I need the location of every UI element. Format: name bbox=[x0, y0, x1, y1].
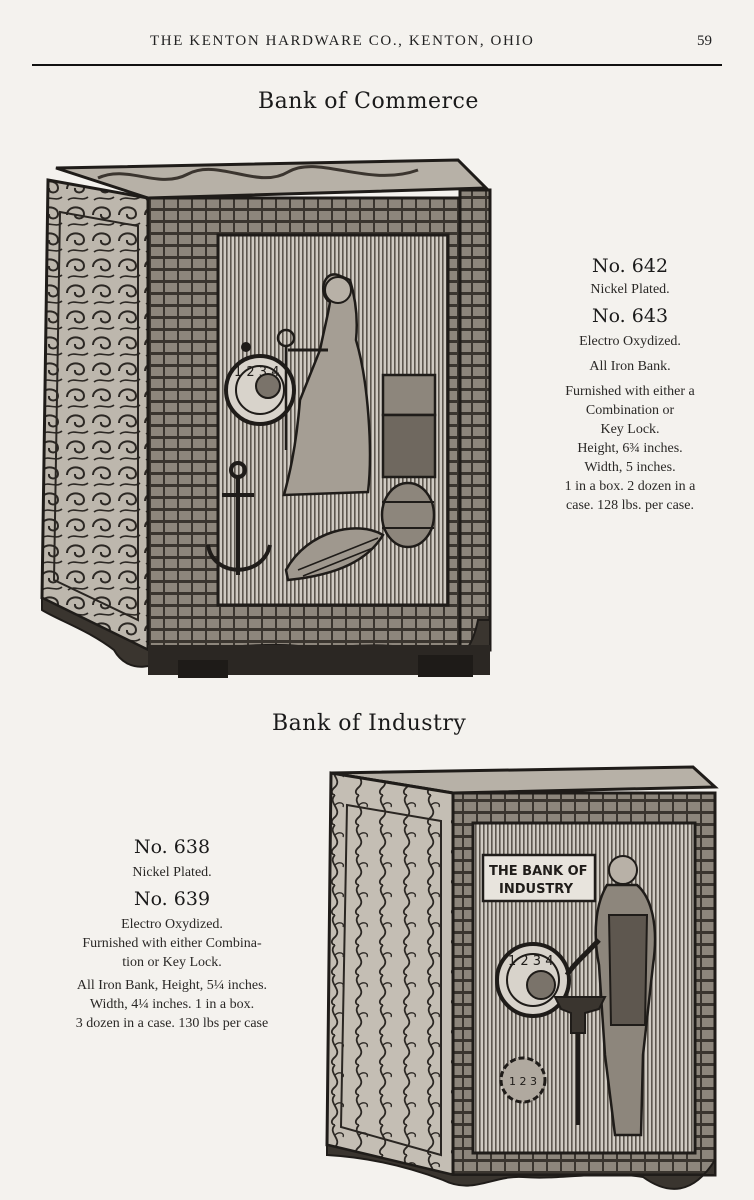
commerce-side-panel bbox=[40, 178, 150, 653]
description-line: Width, 5 inches. bbox=[584, 460, 676, 475]
finish-638: Nickel Plated. bbox=[132, 865, 212, 880]
running-head: THE KENTON HARDWARE CO., KENTON, OHIO bbox=[150, 33, 535, 49]
barrel bbox=[380, 481, 436, 549]
model-number-638: No. 638 bbox=[133, 836, 211, 858]
finish-642: Nickel Plated. bbox=[590, 282, 670, 297]
bank-of-industry-title: Bank of Industry bbox=[272, 711, 467, 736]
plaque-line-1: THE BANK OF bbox=[489, 864, 588, 879]
description-line: All Iron Bank. bbox=[589, 359, 671, 374]
bank-of-commerce-specs: No. 642 Nickel Plated. No. 643 Electro O… bbox=[506, 257, 754, 515]
description-line: Height, 6¾ inches. bbox=[577, 441, 683, 456]
industry-dial-numerals: 1 2 3 4 bbox=[508, 954, 553, 969]
description-line: 3 dozen in a case. 130 lbs per case bbox=[75, 1016, 269, 1031]
description-line: Furnished with either Combina- bbox=[82, 936, 262, 951]
industry-door-plaque bbox=[481, 853, 597, 903]
bank-of-industry-specs: No. 638 Nickel Plated. No. 639 Electro O… bbox=[22, 838, 322, 1033]
stacked-crates bbox=[381, 373, 437, 417]
industry-gear-dial bbox=[499, 1056, 547, 1104]
anchor-figure bbox=[206, 461, 272, 575]
page-number: 59 bbox=[697, 33, 712, 49]
model-number-639: No. 639 bbox=[133, 888, 211, 910]
finish-639: Electro Oxydized. bbox=[121, 917, 223, 932]
description-line: Furnished with either a bbox=[565, 384, 695, 399]
finish-643: Electro Oxydized. bbox=[579, 334, 681, 349]
gear-dial-numerals: 1 2 3 bbox=[509, 1075, 537, 1088]
blacksmith-figure bbox=[564, 855, 657, 1137]
wheat-bundle bbox=[284, 527, 385, 582]
model-number-642: No. 642 bbox=[591, 255, 669, 277]
description-line: All Iron Bank, Height, 5¼ inches. bbox=[76, 978, 268, 993]
anvil bbox=[553, 996, 607, 1034]
description-line: case. 128 lbs. per case. bbox=[566, 498, 694, 513]
bank-of-commerce-title: Bank of Commerce bbox=[258, 89, 479, 114]
industry-base bbox=[326, 1143, 716, 1190]
plaque-line-2: INDUSTRY bbox=[499, 882, 574, 897]
bank-of-commerce-illustration: 1 2 3 4 bbox=[40, 158, 492, 678]
description-line: Width, 4¼ inches. 1 in a box. bbox=[89, 997, 255, 1012]
description-line: Key Lock. bbox=[600, 422, 660, 437]
description-line: tion or Key Lock. bbox=[122, 955, 222, 970]
model-number-643: No. 643 bbox=[591, 305, 669, 327]
bank-of-industry-illustration: THE BANK OF INDUSTRY 1 2 3 4 1 2 3 bbox=[325, 765, 719, 1190]
header-rule bbox=[32, 64, 722, 66]
description-line: 1 in a box. 2 dozen in a bbox=[564, 479, 696, 494]
seated-figure bbox=[276, 273, 372, 497]
commerce-dial-numerals: 1 2 3 4 bbox=[234, 365, 279, 380]
description-line: Combination or bbox=[585, 403, 675, 418]
commerce-top bbox=[55, 158, 490, 200]
